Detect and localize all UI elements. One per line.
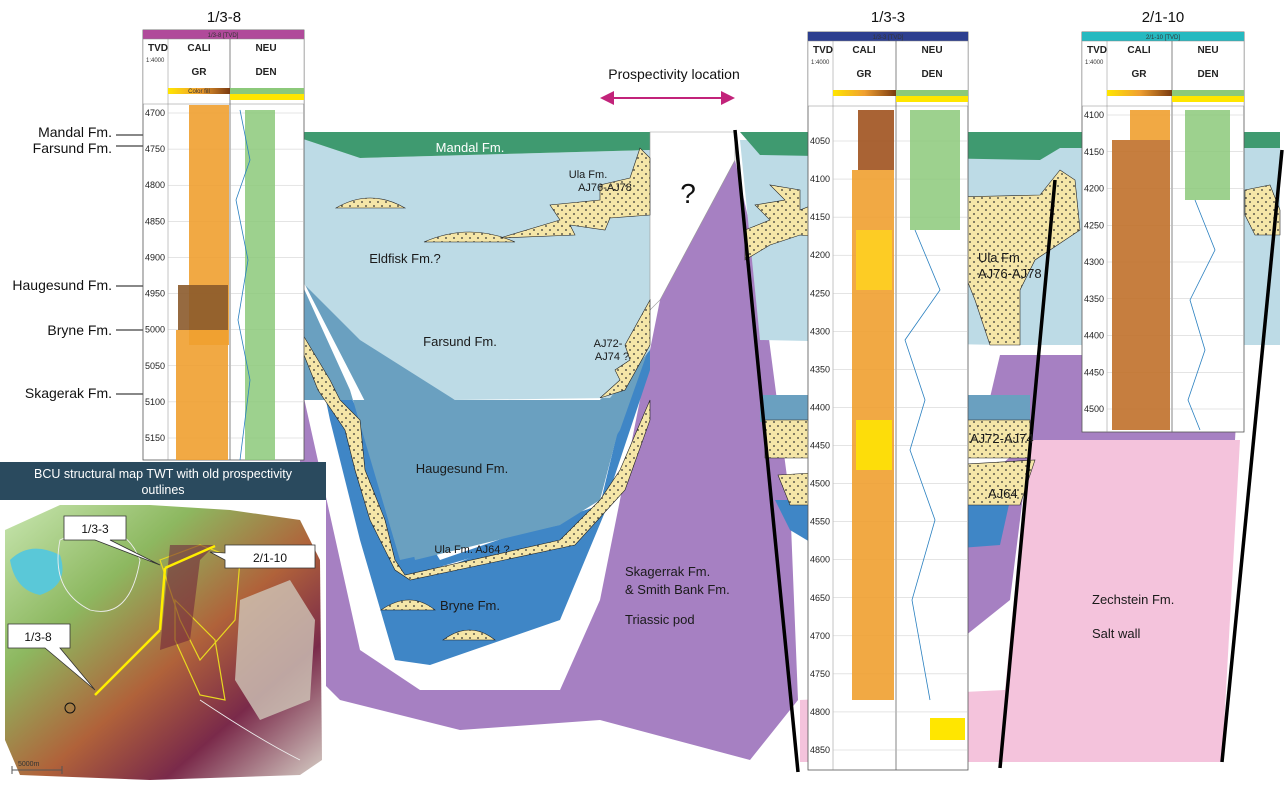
depth-tick-label: 4800 xyxy=(145,180,165,190)
left-label-mandal: Mandal Fm. xyxy=(38,124,112,140)
den-label: DEN xyxy=(1197,69,1218,80)
depth-tick-label: 5150 xyxy=(145,433,165,443)
left-label-farsund: Farsund Fm. xyxy=(33,140,112,156)
ula-label: Ula Fm. xyxy=(569,169,608,181)
left-label-haugesund: Haugesund Fm. xyxy=(12,277,112,293)
map-label-2-1-10: 2/1-10 xyxy=(253,551,287,565)
well-header-name: 2/1-10 [TVD] xyxy=(1146,35,1180,41)
well-title: 1/3-3 xyxy=(871,9,905,26)
cali-label: CALI xyxy=(187,43,211,54)
depth-tick-label: 4750 xyxy=(810,669,830,679)
depth-tick-label: 4100 xyxy=(810,174,830,184)
depth-tick-label: 4150 xyxy=(1084,147,1104,157)
zechstein-label: Zechstein Fm. xyxy=(1092,592,1174,607)
color-fill-label: Color fill xyxy=(188,89,210,95)
depth-tick-label: 4750 xyxy=(145,144,165,154)
den-label: DEN xyxy=(255,67,276,78)
neu-label: NEU xyxy=(921,45,942,56)
neu-label: NEU xyxy=(1197,45,1218,56)
neu-label: NEU xyxy=(255,43,276,54)
depth-tick-label: 4050 xyxy=(810,136,830,146)
map-title: BCU structural map TWT with old prospect… xyxy=(34,467,293,481)
depth-tick-label: 4700 xyxy=(145,108,165,118)
depth-tick-label: 4200 xyxy=(1084,184,1104,194)
skagerrak-label: Skagerrak Fm. xyxy=(625,564,710,579)
haugesund-label: Haugesund Fm. xyxy=(416,461,509,476)
depth-tick-label: 4850 xyxy=(810,745,830,755)
depth-tick-label: 4450 xyxy=(1084,367,1104,377)
salt-wall-label: Salt wall xyxy=(1092,626,1141,641)
aj72-74-label: AJ72-AJ74 xyxy=(970,431,1034,446)
depth-tick-label: 4500 xyxy=(810,479,830,489)
depth-tick-label: 4600 xyxy=(810,555,830,565)
depth-tick-label: 4450 xyxy=(810,441,830,451)
well-header-name: 1/3-3 [TVD] xyxy=(873,35,904,41)
well-header-name: 1/3-8 [TVD] xyxy=(208,33,239,39)
depth-tick-label: 4650 xyxy=(810,593,830,603)
smith-bank-label: & Smith Bank Fm. xyxy=(625,582,730,597)
gr-label: GR xyxy=(1132,69,1148,80)
depth-tick-label: 4700 xyxy=(810,631,830,641)
depth-tick-label: 4500 xyxy=(1084,404,1104,414)
prospectivity-label: Prospectivity location xyxy=(608,66,740,82)
gr-label: GR xyxy=(192,67,208,78)
ula-right-range-label: AJ76-AJ78 xyxy=(978,266,1042,281)
well-title: 1/3-8 xyxy=(207,9,241,26)
inset-map: BCU structural map TWT with old prospect… xyxy=(0,462,326,789)
depth-tick-label: 5050 xyxy=(145,361,165,371)
tvd-label: TVD xyxy=(813,45,833,56)
aj74-label: AJ74 ? xyxy=(595,351,629,363)
scale-label: 1:4000 xyxy=(811,60,830,66)
depth-tick-label: 4250 xyxy=(1084,220,1104,230)
depth-tick-label: 4800 xyxy=(810,707,830,717)
aj64-label: AJ64 xyxy=(988,486,1018,501)
map-label-1-3-3: 1/3-3 xyxy=(81,522,109,536)
depth-tick-label: 4250 xyxy=(810,288,830,298)
depth-tick-label: 5000 xyxy=(145,325,165,335)
question-mark: ? xyxy=(680,178,696,209)
depth-tick-label: 4200 xyxy=(810,250,830,260)
bryne-label: Bryne Fm. xyxy=(440,598,500,613)
depth-tick-label: 4350 xyxy=(1084,294,1104,304)
depth-tick-label: 4300 xyxy=(810,326,830,336)
depth-tick-label: 4400 xyxy=(1084,331,1104,341)
eldfisk-label: Eldfisk Fm.? xyxy=(369,251,441,266)
tvd-label: TVD xyxy=(1087,45,1107,56)
farsund-label: Farsund Fm. xyxy=(423,334,497,349)
depth-tick-label: 4100 xyxy=(1084,110,1104,120)
gr-label: GR xyxy=(857,69,873,80)
well-log-2-1-10: 2/1-10 [TVD] TVD CALI NEU 1:4000 GR DEN … xyxy=(1082,32,1244,432)
ula-range-label: AJ76-AJ78 xyxy=(578,182,632,194)
depth-tick-label: 4150 xyxy=(810,212,830,222)
den-label: DEN xyxy=(921,69,942,80)
cali-label: CALI xyxy=(852,45,876,56)
map-title-2: outlines xyxy=(141,483,184,497)
left-label-skagerak: Skagerak Fm. xyxy=(25,385,112,401)
scale-label: 1:4000 xyxy=(146,58,165,64)
map-scale-bar: 5000m xyxy=(18,761,40,768)
well-log-1-3-8: 1/3-8 [TVD] TVD CALI NEU 1:4000 GR DEN C… xyxy=(143,30,304,460)
depth-tick-label: 4900 xyxy=(145,252,165,262)
cali-label: CALI xyxy=(1127,45,1151,56)
scale-label: 1:4000 xyxy=(1085,60,1104,66)
well-title: 2/1-10 xyxy=(1142,9,1185,26)
depth-tick-label: 4350 xyxy=(810,364,830,374)
depth-tick-label: 4300 xyxy=(1084,257,1104,267)
tvd-label: TVD xyxy=(148,43,168,54)
depth-tick-label: 4400 xyxy=(810,402,830,412)
depth-tick-label: 4550 xyxy=(810,517,830,527)
depth-tick-label: 4950 xyxy=(145,289,165,299)
double-arrow-icon xyxy=(600,91,735,105)
depth-tick-label: 4850 xyxy=(145,216,165,226)
ula-right-label: Ula Fm. xyxy=(978,250,1024,265)
triassic-pod-label: Triassic pod xyxy=(625,612,695,627)
mandal-label: Mandal Fm. xyxy=(436,140,505,155)
left-label-bryne: Bryne Fm. xyxy=(47,322,112,338)
depth-tick-label: 5100 xyxy=(145,397,165,407)
map-label-1-3-8: 1/3-8 xyxy=(24,630,52,644)
aj72-label: AJ72- xyxy=(594,338,623,350)
well-log-1-3-3: 1/3-3 [TVD] TVD CALI NEU 1:4000 GR DEN 4… xyxy=(808,32,968,770)
ula-aj64-label: Ula Fm. AJ64 ? xyxy=(434,544,509,556)
